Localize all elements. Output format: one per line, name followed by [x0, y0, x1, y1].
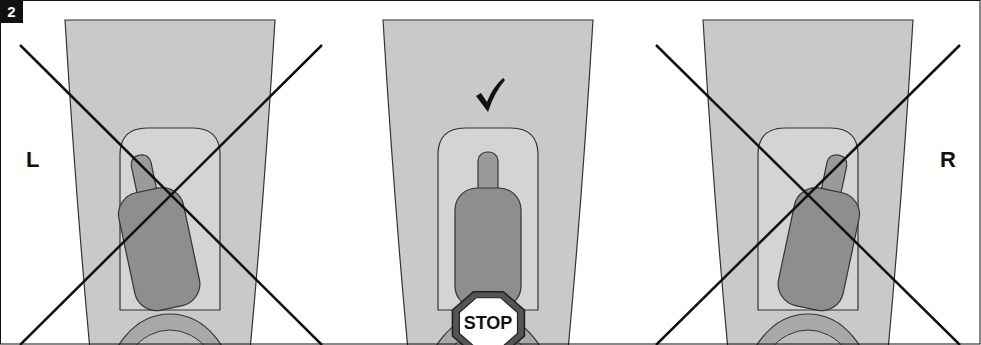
switch-slot [438, 128, 538, 310]
trigger-button [106, 314, 234, 345]
trigger-face [117, 330, 223, 345]
wrong-cross-mark [656, 45, 960, 345]
left-position-figure [65, 20, 275, 345]
trigger-button [744, 314, 872, 345]
stop-sign: STOP [447, 287, 530, 345]
trigger-face [755, 330, 861, 345]
stop-text: STOP [464, 313, 513, 334]
switch-lever [774, 148, 871, 314]
side-letter: R [940, 147, 956, 173]
center-position-figure [383, 20, 593, 345]
figure-number: 2 [0, 0, 23, 23]
figure-number-text: 2 [7, 3, 15, 20]
side-letter: L [26, 147, 39, 173]
wrong-cross-mark [20, 45, 322, 345]
right-position-figure [703, 20, 913, 345]
tool-body [65, 20, 275, 345]
switch-lever [455, 152, 521, 308]
tool-body [703, 20, 913, 345]
check-mark [476, 78, 505, 112]
switch-lever [107, 148, 204, 314]
